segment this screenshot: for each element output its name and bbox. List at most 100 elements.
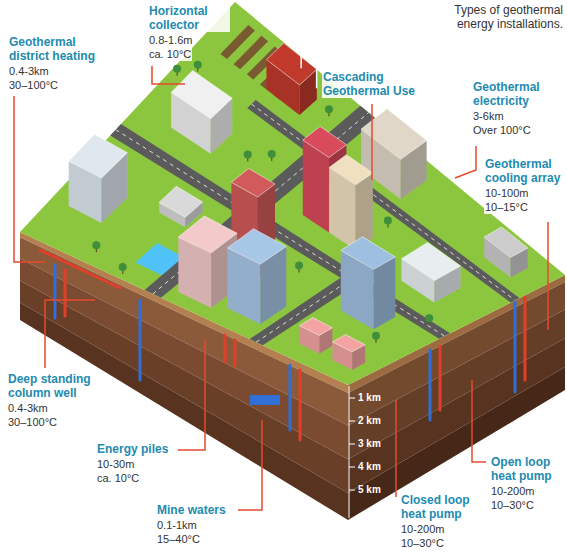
callout-heading: Geothermal cooling array — [484, 157, 566, 185]
building-roof — [231, 169, 275, 198]
scale-tick — [349, 490, 355, 491]
road-marking — [116, 130, 445, 336]
tree — [244, 151, 252, 159]
callout-value: 0.4-3km — [7, 401, 49, 415]
turbine-blades — [294, 39, 307, 46]
building-roof — [329, 155, 373, 185]
callout-value: 10–30°C — [400, 536, 445, 550]
leader-line — [547, 222, 549, 330]
callout-value: ca. 10°C — [148, 47, 192, 61]
callout-value: 10–15°C — [484, 200, 529, 214]
scale-tick — [349, 398, 355, 399]
callout-value: 0.4-3km — [8, 64, 50, 78]
tree — [173, 65, 181, 73]
cold-pipe — [54, 265, 57, 318]
depth-label: 2 km — [358, 414, 381, 428]
hot-pipe — [299, 370, 302, 440]
tree — [425, 314, 433, 322]
leader-line — [472, 380, 486, 462]
scale-tick — [349, 444, 355, 445]
leader-line — [45, 300, 95, 368]
tree — [194, 61, 202, 69]
building-wall — [374, 257, 396, 329]
callout-value: ca. 10°C — [96, 471, 140, 485]
callout-heading: Geothermal district heating — [8, 35, 115, 63]
cold-pipe — [139, 300, 142, 380]
building-roof — [361, 109, 427, 160]
depth-label: 5 km — [358, 483, 381, 497]
building-roof — [341, 237, 396, 269]
mine-water — [250, 395, 280, 405]
scale-tick — [349, 421, 355, 422]
depth-label: 3 km — [358, 437, 381, 451]
depth-scale — [349, 386, 355, 518]
callout-heading: Mine waters — [156, 503, 227, 517]
callout-value: 0.8-1.6m — [148, 33, 193, 47]
callout-value: 3-6km — [472, 109, 505, 123]
leader-line — [371, 104, 373, 180]
tree — [295, 261, 303, 269]
wind-turbine — [316, 66, 318, 88]
building-roof — [69, 134, 128, 178]
callout-heading: Closed loop heat pump — [400, 493, 482, 521]
callout-value: 0.1-1km — [156, 518, 198, 532]
hot-pipe — [524, 297, 527, 380]
leader-line — [14, 96, 45, 262]
tree — [325, 105, 333, 113]
diagram-title: Types of geothermal energy installations… — [425, 3, 563, 31]
hot-pipe — [439, 346, 442, 410]
callout-value: 10-100m — [484, 186, 529, 200]
depth-label: 1 km — [358, 391, 381, 405]
pipes — [40, 250, 525, 440]
building-roof — [267, 43, 317, 85]
building-roof — [303, 126, 347, 157]
callout-value: 10-30m — [96, 457, 135, 471]
tree — [384, 216, 392, 224]
callout-value: 15–40°C — [156, 532, 201, 546]
leader-line — [238, 420, 262, 510]
building-roof — [484, 227, 528, 258]
callout-value: 10-200m — [490, 484, 535, 498]
leader-lines — [14, 66, 548, 510]
building-roof — [333, 335, 366, 352]
building-shade — [374, 257, 396, 329]
tree — [372, 332, 380, 340]
building-roof — [402, 243, 461, 281]
callout-heading: Open loop heat pump — [490, 455, 567, 483]
tree — [92, 241, 100, 249]
leader-line — [152, 66, 185, 84]
callout-heading: Cascading Geothermal Use — [322, 70, 424, 98]
building-roof — [300, 318, 333, 336]
callout-value: 30–100°C — [8, 78, 59, 92]
callout-value: 30–100°C — [7, 415, 58, 429]
leader-line — [178, 340, 205, 450]
callout-heading: Horizontal collector — [148, 4, 230, 32]
leader-line — [395, 400, 397, 497]
leader-line — [455, 146, 476, 178]
hot-pipe — [64, 270, 67, 316]
building-roof — [228, 229, 287, 265]
callout-heading: Energy piles — [96, 442, 169, 456]
earth-layer — [348, 367, 565, 520]
scale-tick — [349, 467, 355, 468]
cold-pipe — [514, 302, 517, 392]
depth-label: 4 km — [358, 460, 381, 474]
wind-turbine — [300, 46, 302, 68]
callout-heading: Geothermal electricity — [472, 80, 559, 108]
cold-pipe — [429, 350, 432, 420]
callout-value: Over 100°C — [472, 123, 532, 137]
callout-heading: Deep standing column well — [7, 372, 104, 400]
cold-pipe — [289, 365, 292, 430]
building-roof — [159, 186, 203, 217]
tree — [268, 150, 276, 158]
scale-axis — [349, 386, 350, 518]
energy-pile — [234, 340, 237, 366]
callout-value: 10-200m — [400, 522, 445, 536]
building-roof — [171, 71, 232, 119]
turbine-blades — [310, 59, 323, 66]
shallow-pipe — [40, 250, 120, 288]
callout-value: 10–30°C — [490, 498, 535, 512]
tree — [119, 263, 127, 271]
energy-pile — [224, 335, 227, 362]
